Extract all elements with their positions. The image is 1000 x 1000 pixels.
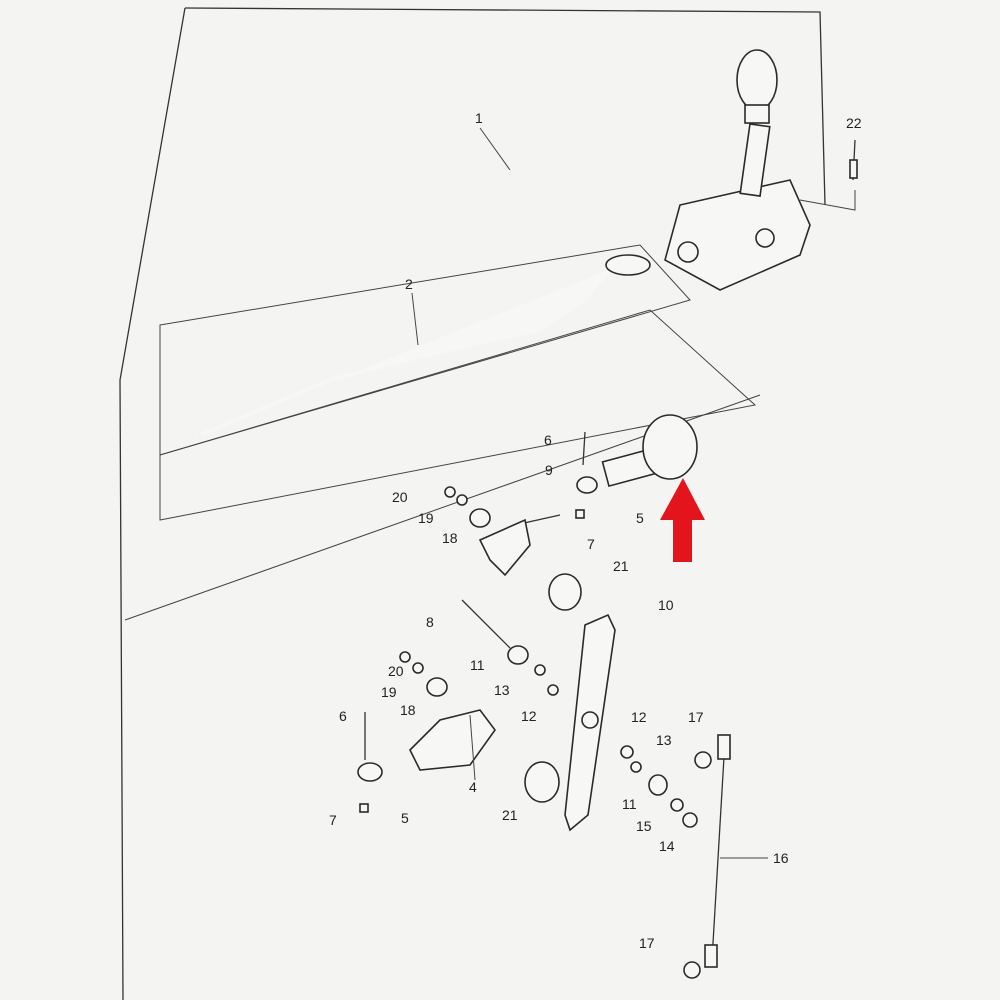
lower-linkage — [357, 599, 559, 813]
group-box-lower — [159, 309, 757, 521]
red-up-arrow-icon — [660, 478, 705, 562]
callout-11b: 11 — [622, 796, 637, 812]
callout-19b: 19 — [381, 684, 397, 700]
callout-2: 2 — [405, 276, 413, 292]
callout-17b: 17 — [639, 935, 655, 951]
group-box-upper — [159, 244, 691, 456]
callout-12b: 12 — [631, 709, 647, 725]
callout-6b: 6 — [339, 708, 347, 724]
callout-5: 5 — [636, 510, 644, 526]
link-rod-16 — [683, 734, 768, 979]
callout-14: 14 — [659, 838, 675, 854]
bolt-22 — [799, 139, 858, 211]
callout-9: 9 — [545, 462, 553, 478]
callout-8: 8 — [426, 614, 434, 630]
lever-10 — [524, 613, 616, 832]
callout-7: 7 — [587, 536, 595, 552]
callout-17: 17 — [688, 709, 704, 725]
rod-eye — [605, 254, 651, 276]
callout-20: 20 — [392, 489, 408, 505]
callout-5b: 5 — [401, 810, 409, 826]
callout-21b: 21 — [502, 807, 518, 823]
callout-18: 18 — [442, 530, 458, 546]
callout-18b: 18 — [400, 702, 416, 718]
callout-22: 22 — [846, 115, 862, 131]
callout-15: 15 — [636, 818, 652, 834]
frame-line-top — [184, 7, 826, 206]
upper-linkage — [444, 431, 598, 611]
leader-1 — [479, 127, 511, 171]
callout-11: 11 — [470, 657, 485, 673]
callout-20b: 20 — [388, 663, 404, 679]
callout-1: 1 — [475, 110, 483, 126]
shift-boot — [601, 414, 698, 488]
callout-4: 4 — [469, 779, 477, 795]
right-small-parts — [620, 745, 712, 828]
frame-line-left — [119, 7, 186, 1000]
callout-13: 13 — [494, 682, 510, 698]
callout-13b: 13 — [656, 732, 672, 748]
callout-6: 6 — [544, 432, 552, 448]
callout-21: 21 — [613, 558, 629, 574]
callout-10: 10 — [658, 597, 674, 613]
callout-16: 16 — [773, 850, 789, 866]
callout-12: 12 — [521, 708, 537, 724]
callout-7b: 7 — [329, 812, 337, 828]
callout-19: 19 — [418, 510, 434, 526]
shifter-housing — [664, 49, 811, 291]
